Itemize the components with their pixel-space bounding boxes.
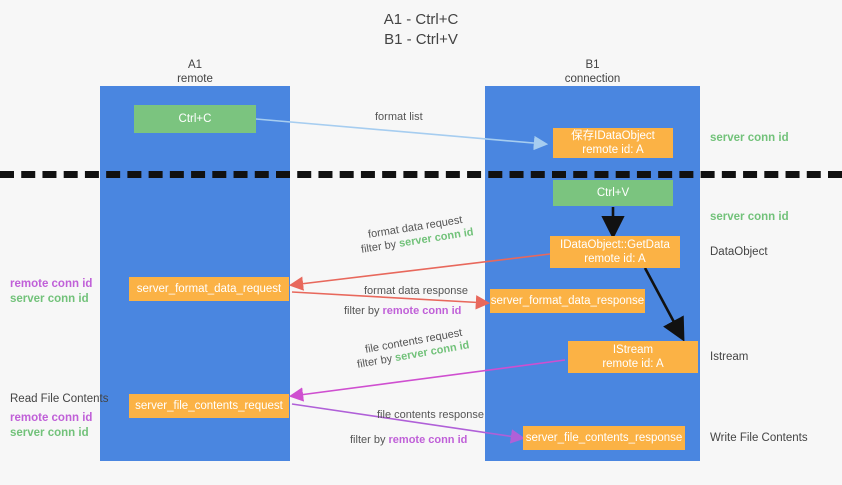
left-label-server-conn-id-2: server conn id (10, 427, 89, 439)
left-tags-top: remote conn id server conn id (10, 277, 92, 307)
node-ctrl-v[interactable]: Ctrl+V (553, 180, 673, 206)
node-ctrl-c[interactable]: Ctrl+C (134, 105, 256, 133)
left-label-server-conn-id-1: server conn id (10, 293, 89, 305)
edge-label-file-contents-response: file contents response (377, 409, 485, 421)
left-label-read-file-contents: Read File Contents (10, 393, 109, 405)
right-label-server-conn-id-top: server conn id (710, 132, 789, 144)
filter-prefix: filter by (356, 352, 397, 371)
phase-divider (0, 171, 842, 178)
filter-value-remote-conn-id: remote conn id (388, 434, 468, 446)
left-label-remote-conn-id-2: remote conn id (10, 412, 93, 424)
node-server-file-contents-request[interactable]: server_file_contents_request (129, 394, 289, 418)
column-header-b1: B1 connection (564, 59, 621, 85)
edge-label-format-list: format list (375, 111, 423, 123)
right-label-istream: Istream (710, 351, 749, 363)
edge-label-format-data-response-filter: filter by remote conn id (344, 304, 461, 319)
filter-prefix: filter by (350, 434, 389, 446)
left-label-remote-conn-id-1: remote conn id (10, 278, 93, 290)
right-label-write-file-contents: Write File Contents (710, 432, 808, 444)
filter-prefix: filter by (360, 237, 401, 256)
node-idataobject-getdata[interactable]: IDataObject::GetData remote id: A (550, 236, 680, 268)
right-label-dataobject: DataObject (710, 246, 768, 258)
node-server-format-data-request[interactable]: server_format_data_request (129, 277, 289, 301)
page-title: A1 - Ctrl+C B1 - Ctrl+V (383, 11, 459, 48)
edge-label-format-data-response: format data response (364, 285, 468, 297)
filter-prefix: filter by (344, 305, 383, 317)
node-save-idataobject[interactable]: 保存IDataObject remote id: A (553, 128, 673, 158)
left-tags-bottom: remote conn id server conn id (10, 411, 92, 441)
node-server-format-data-response[interactable]: server_format_data_response (490, 289, 645, 313)
node-server-file-contents-response[interactable]: server_file_contents_response (523, 426, 685, 450)
filter-value-remote-conn-id: remote conn id (382, 305, 462, 317)
node-istream[interactable]: IStream remote id: A (568, 341, 698, 373)
right-label-server-conn-id-mid: server conn id (710, 211, 789, 223)
edge-label-file-contents-response-filter: filter by remote conn id (350, 433, 467, 448)
column-header-a1: A1 remote (177, 59, 213, 85)
